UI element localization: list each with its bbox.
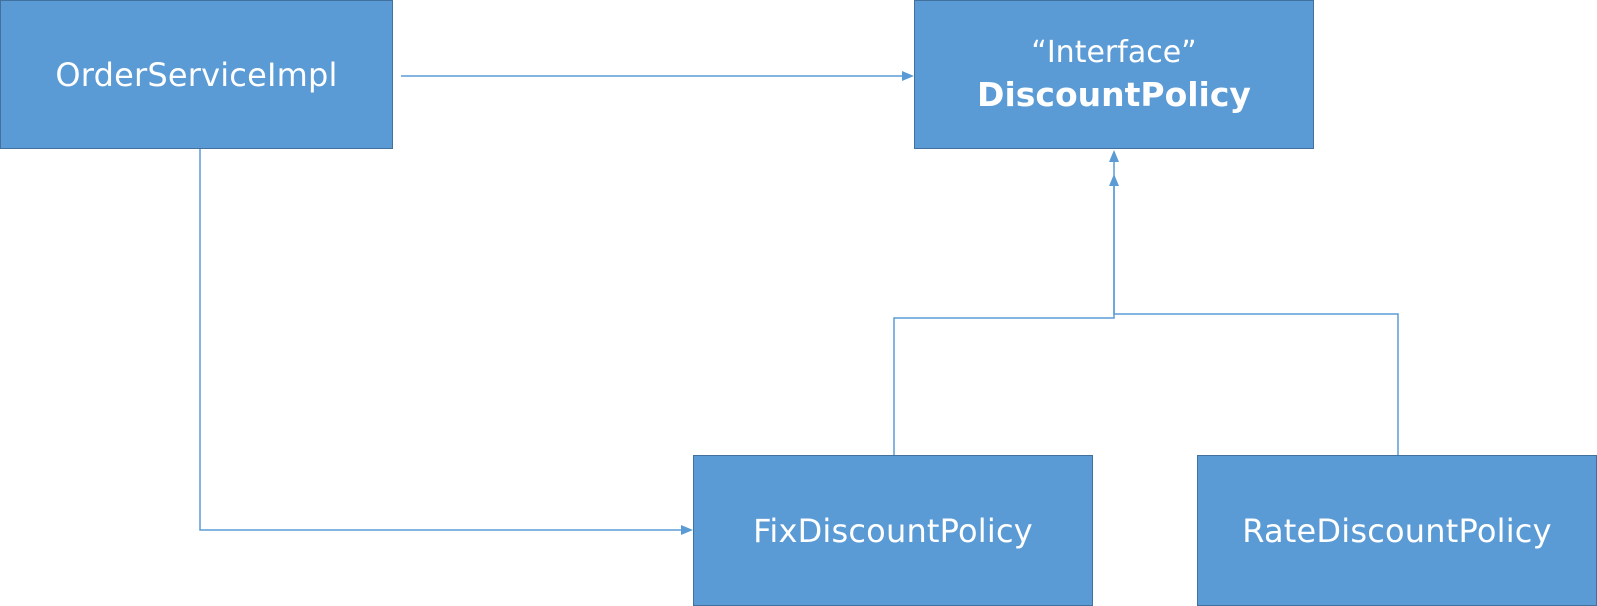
node-discount-policy-interface[interactable]: “Interface” DiscountPolicy <box>914 0 1314 149</box>
node-label: OrderServiceImpl <box>55 55 338 94</box>
node-label: FixDiscountPolicy <box>753 511 1033 550</box>
node-label: RateDiscountPolicy <box>1242 511 1552 550</box>
edge-fix-to-interface <box>893 186 1115 455</box>
arrowhead-up-icon <box>1109 174 1119 186</box>
node-rate-discount-policy[interactable]: RateDiscountPolicy <box>1197 455 1597 606</box>
arrowhead-up-icon <box>1109 150 1119 162</box>
stereotype-label: “Interface” <box>1031 34 1197 70</box>
node-order-service-impl[interactable]: OrderServiceImpl <box>0 0 393 149</box>
node-fix-discount-policy[interactable]: FixDiscountPolicy <box>693 455 1093 606</box>
edge-rate-to-interface <box>1113 162 1399 455</box>
arrowhead-right-icon <box>902 71 914 81</box>
interface-name: DiscountPolicy <box>977 74 1251 114</box>
edge-order-to-fix <box>199 149 685 531</box>
arrowhead-right-icon <box>681 525 693 535</box>
